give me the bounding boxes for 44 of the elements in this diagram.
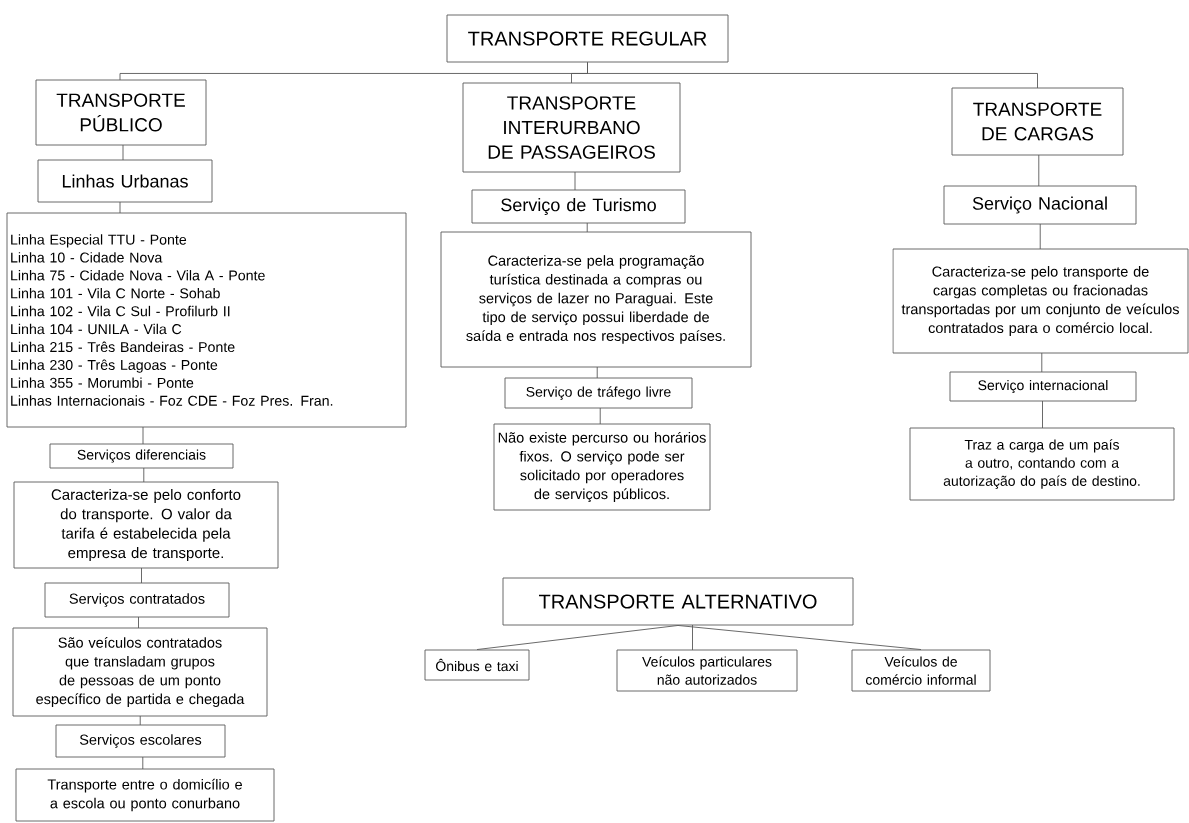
- connector-line: [1042, 400, 1043, 429]
- connector-line: [1039, 223, 1041, 250]
- connector-line: [677, 625, 922, 650]
- connector-line: [599, 407, 601, 425]
- connector-line: [138, 616, 139, 629]
- description-box: Traz a carga de um país a outro, contando com a autorização do país de destino.: [909, 427, 1175, 501]
- heading-box: TRANSPORTE ALTERNATIVO: [502, 577, 854, 626]
- category-box: Ônibus e taxi: [424, 649, 530, 681]
- connector-line: [139, 715, 141, 726]
- connector-line: [142, 426, 144, 445]
- connector-line: [1038, 154, 1040, 187]
- subcategory-box: Serviço Nacional: [943, 185, 1137, 225]
- service-box: Serviço internacional: [949, 371, 1137, 402]
- connector-line: [122, 144, 124, 161]
- subcategory-box: Serviço de Turismo: [471, 189, 686, 224]
- connector-line: [587, 62, 1038, 89]
- category-box: TRANSPORTE PÚBLICO: [35, 79, 207, 146]
- connector-line: [574, 171, 576, 191]
- description-box: Caracteriza-se pelo conforto do transporte. O valor da tarifa é estabelecida pela empresa de transporte.: [13, 481, 279, 569]
- connector-line: [476, 625, 679, 650]
- connector-line: [119, 201, 121, 214]
- connector-line: [1041, 352, 1043, 373]
- connector-line: [692, 624, 693, 651]
- description-box: Transporte entre o domicílio e a escola ou ponto conurbano: [15, 768, 275, 822]
- service-box: Serviço de tráfego livre: [504, 377, 693, 409]
- service-box: Serviços contratados: [44, 582, 230, 618]
- description-box: Caracteriza-se pelo transporte de cargas completas ou fracionadas transportadas por um conjunto de veículos contratados para o comércio local.: [892, 248, 1189, 354]
- heading-box: TRANSPORTE REGULAR: [446, 14, 729, 63]
- subcategory-box: Linhas Urbanas: [37, 159, 213, 203]
- category-box: Veículos de comércio informal: [851, 649, 991, 692]
- connector-line: [141, 567, 142, 584]
- description-box: São veículos contratados que transladam grupos de pessoas de um ponto específico de partida e chegada: [12, 627, 268, 717]
- description-box: Não existe percurso ou horários fixos. O serviço pode ser solicitado por operadores de serviços públicos.: [493, 423, 711, 511]
- service-box: Serviços escolares: [55, 724, 226, 758]
- category-box: TRANSPORTE DE CARGAS: [951, 87, 1124, 156]
- connector-line: [142, 756, 144, 770]
- service-box: Serviços diferenciais: [49, 443, 234, 469]
- category-box: TRANSPORTE INTERURBANO DE PASSAGEIROS: [462, 82, 681, 173]
- list-box: Linha Especial TTU - Ponte Linha 10 - Cidade Nova Linha 75 - Cidade Nova - Vila A - Ponte Linha 101 - Vila C Norte - Sohab Linha 102 - Vila C Sul - Profilurb II Linha 104 - UNILA - Vila C Linha 215 - Três Bandeiras - Ponte Linha 230 - Três Lagoas - Ponte Linha 355 - Morumbi - Ponte Linhas Internacionais - Foz CDE - Foz Pres. Fran.: [6, 212, 407, 428]
- connector-line: [596, 366, 598, 379]
- category-box: Veículos particulares não autorizados: [616, 649, 798, 692]
- connector-line: [143, 467, 145, 483]
- description-box: Caracteriza-se pela programação turística destinada a compras ou serviços de lazer no Paraguai. Este tipo de serviço possui liberdade de saída e entrada nos respectivos países.: [440, 231, 752, 368]
- connector-line: [586, 222, 588, 233]
